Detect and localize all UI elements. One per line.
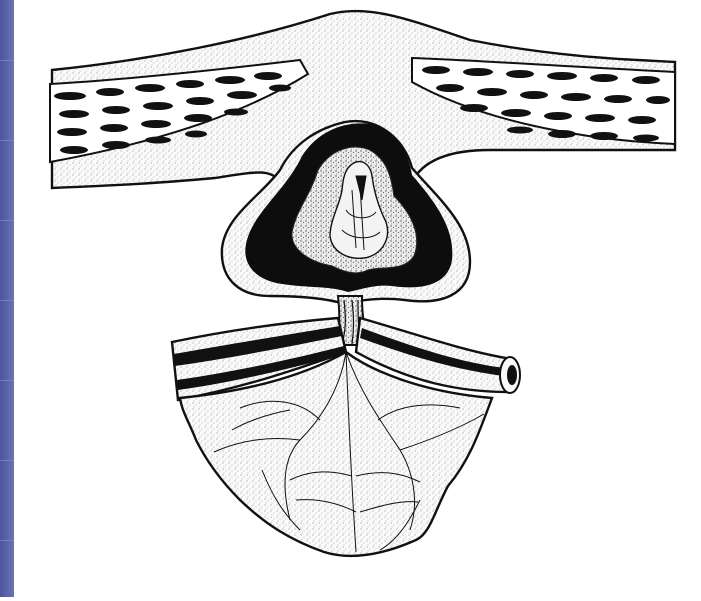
illustration-svg: [14, 0, 701, 597]
slide-side-bar: [0, 0, 14, 597]
anatomical-illustration: [14, 0, 701, 597]
